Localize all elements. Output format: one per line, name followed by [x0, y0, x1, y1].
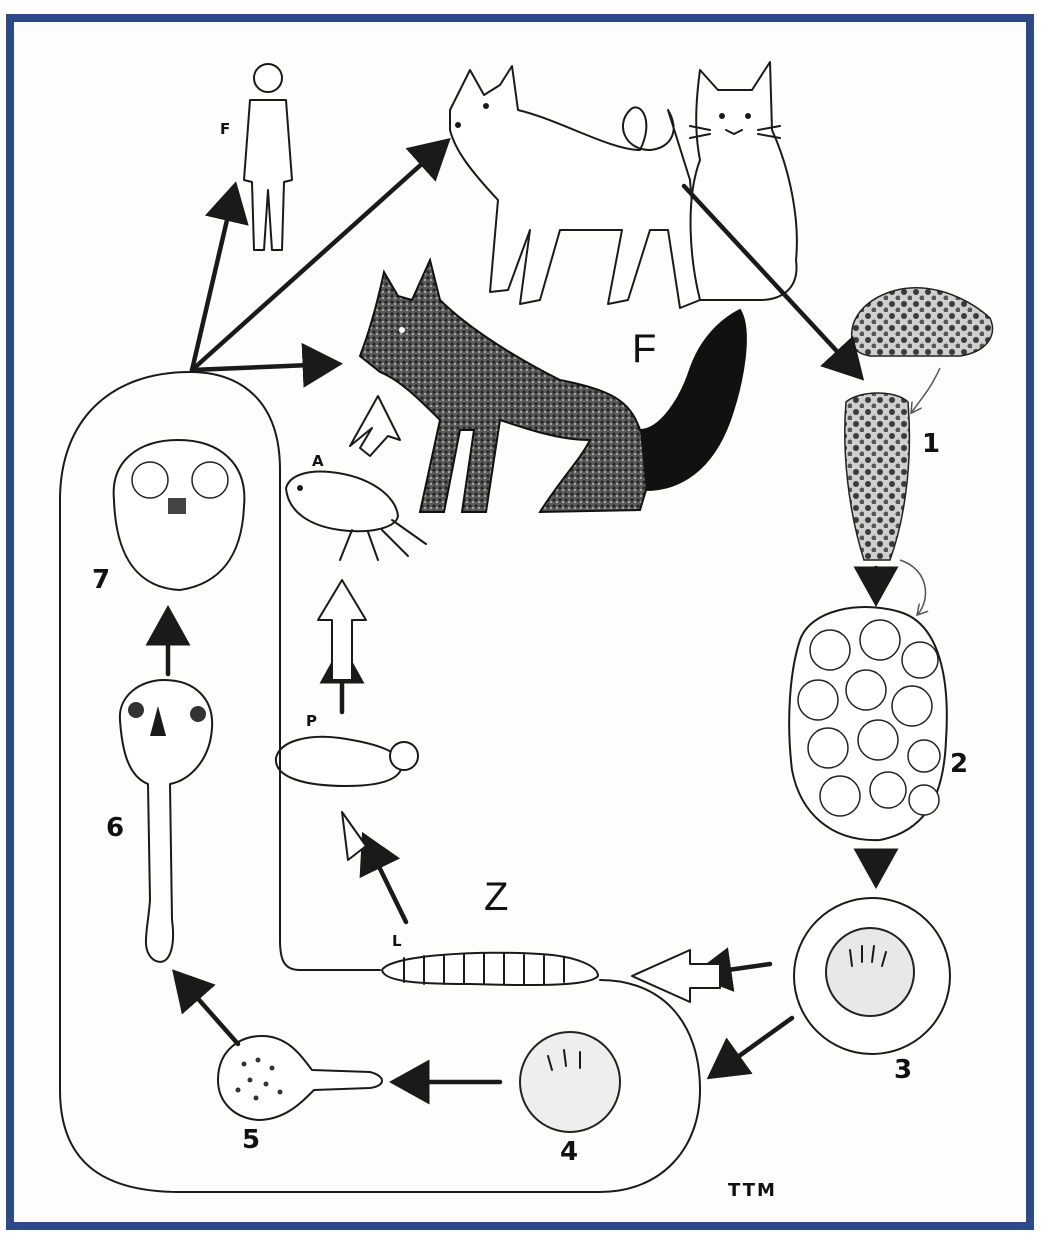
intermediate-host-label: Z	[484, 875, 508, 919]
fox-figure	[358, 256, 747, 514]
flea-larva	[381, 951, 599, 987]
hollow-arrows	[317, 395, 721, 1003]
human-figure	[243, 63, 293, 251]
stage-5-label: 5	[242, 1125, 260, 1155]
feces-pile	[851, 287, 994, 357]
stage-1-label: 1	[922, 429, 940, 459]
stage-1-proglottid	[844, 392, 911, 561]
stage-6-cysticercoid	[118, 679, 214, 963]
stage-4-label: 4	[560, 1137, 578, 1167]
stage-4-oncosphere	[519, 1031, 621, 1133]
stage-7-cysticercoid	[112, 439, 246, 591]
flea-larva-label: L	[392, 932, 402, 950]
human-host-label: F	[220, 120, 230, 138]
credit-label: TTM	[728, 1180, 777, 1201]
cat-figure	[689, 61, 798, 301]
stage-5-larva	[217, 1035, 383, 1121]
flea-adult-label: A	[312, 452, 324, 470]
dog-figure	[449, 65, 701, 309]
fox-host-label: F	[632, 327, 656, 371]
stage-6-label: 6	[106, 813, 124, 843]
flea-pupa	[274, 735, 419, 787]
stage-2-egg-packet	[788, 606, 948, 842]
flea-adult	[285, 470, 427, 561]
stage-3-egg	[793, 897, 951, 1055]
transmission-arrows	[145, 137, 941, 1105]
flea-pupa-label: P	[306, 712, 317, 730]
stage-3-label: 3	[894, 1055, 912, 1085]
stage-7-label: 7	[92, 565, 110, 595]
stage-2-label: 2	[950, 749, 968, 779]
